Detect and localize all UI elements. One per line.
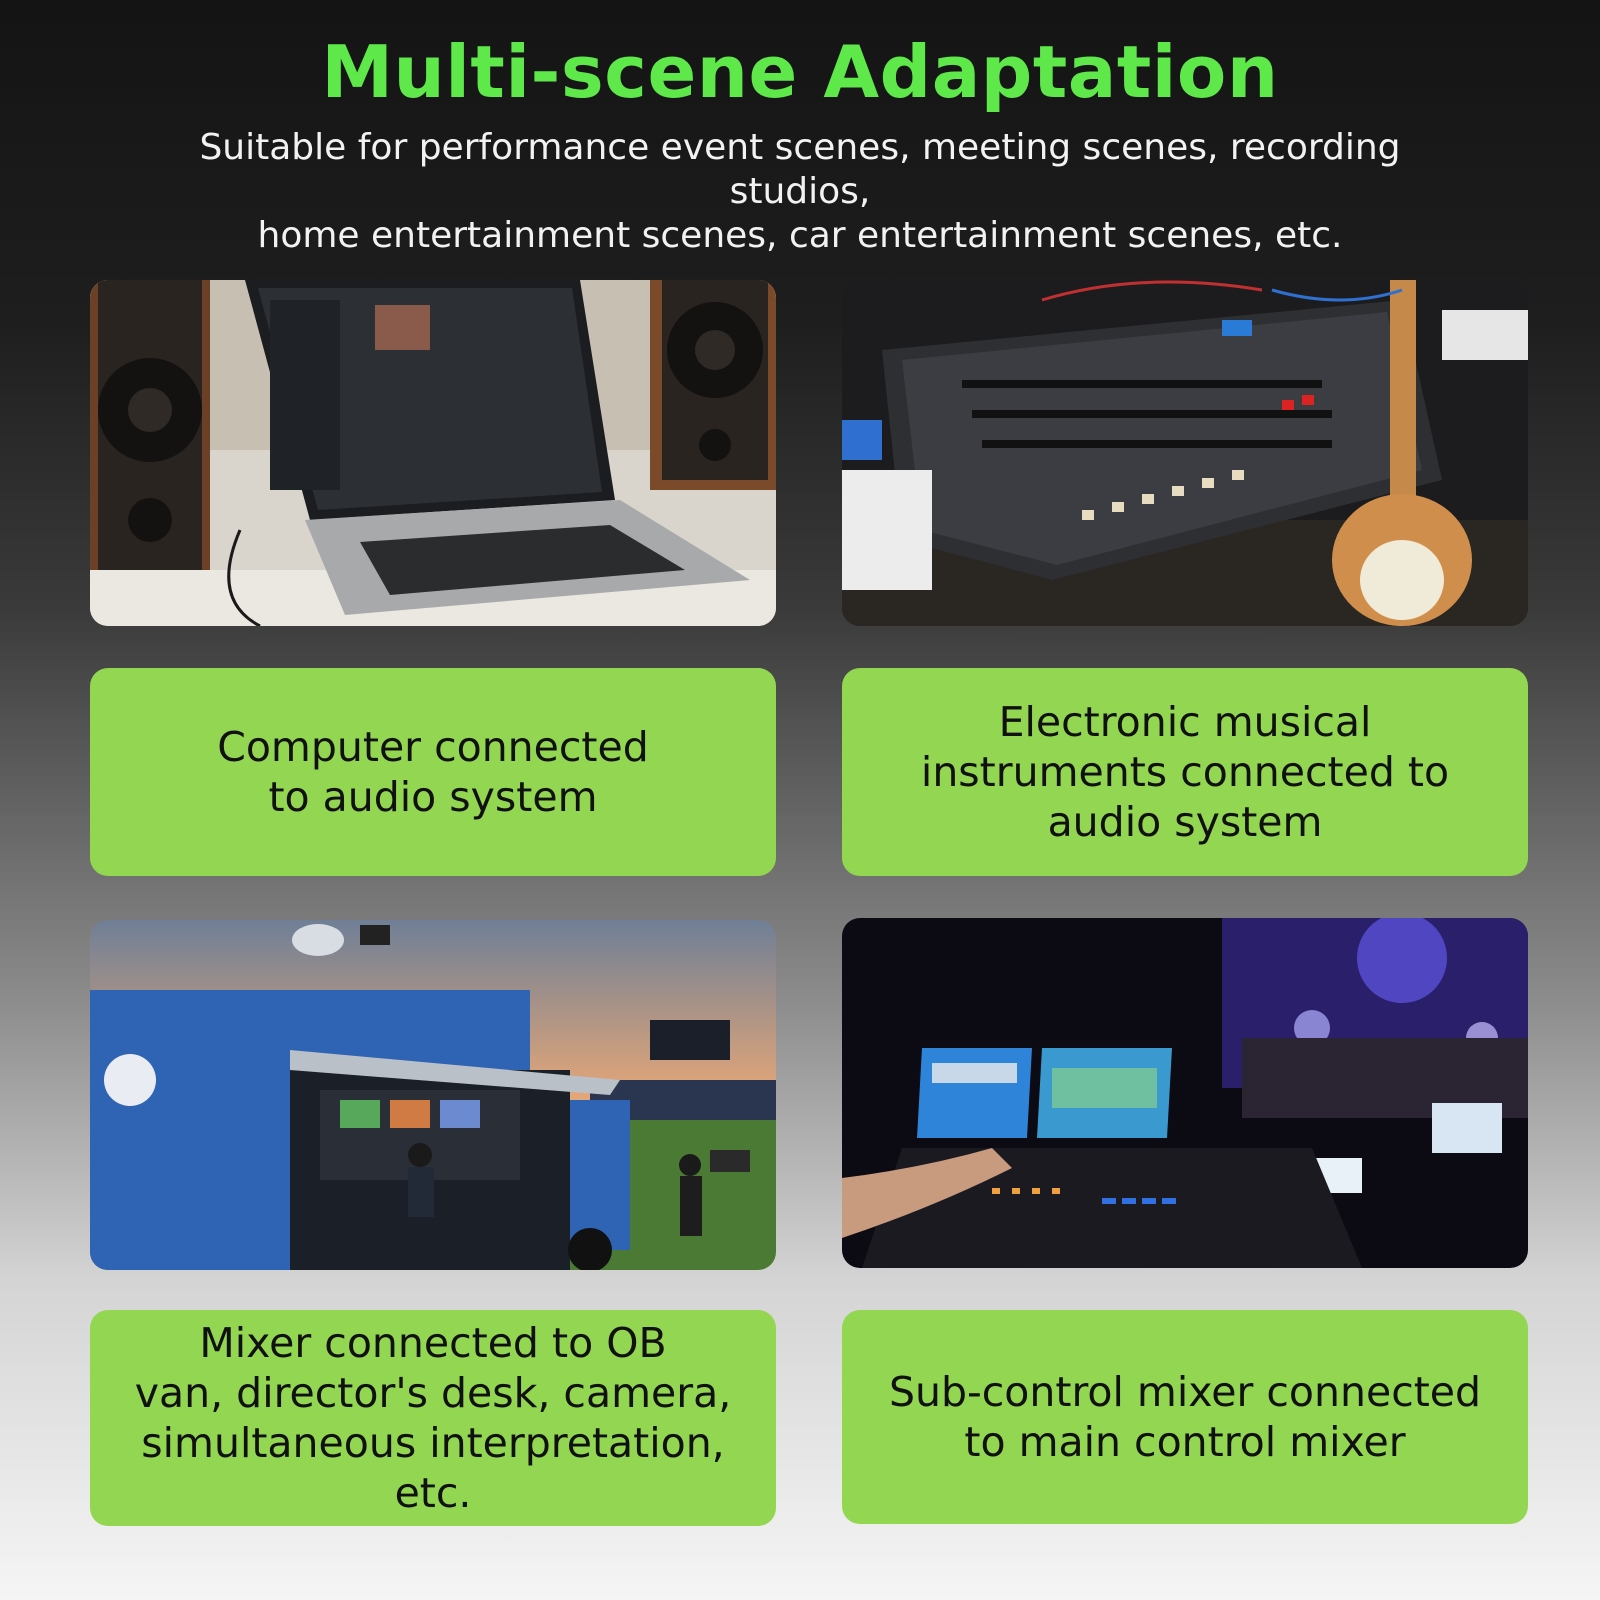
laptop-speakers-photo bbox=[90, 280, 776, 626]
concert-control-desk-photo bbox=[842, 918, 1528, 1268]
page-subtitle: Suitable for performance event scenes, m… bbox=[199, 127, 1401, 256]
scene-caption-sub-control: Sub-control mixer connected to main cont… bbox=[842, 1310, 1528, 1524]
ob-van-stadium-photo bbox=[90, 920, 776, 1270]
scene-caption-ob-van: Mixer connected to OB van, director's de… bbox=[90, 1310, 776, 1526]
scene-caption-computer: Computer connected to audio system bbox=[90, 668, 776, 876]
scene-caption-instruments: Electronic musical instruments connected… bbox=[842, 668, 1528, 876]
mixing-console-guitar-photo bbox=[842, 280, 1528, 626]
page-title: Multi-scene Adaptation bbox=[321, 30, 1279, 114]
